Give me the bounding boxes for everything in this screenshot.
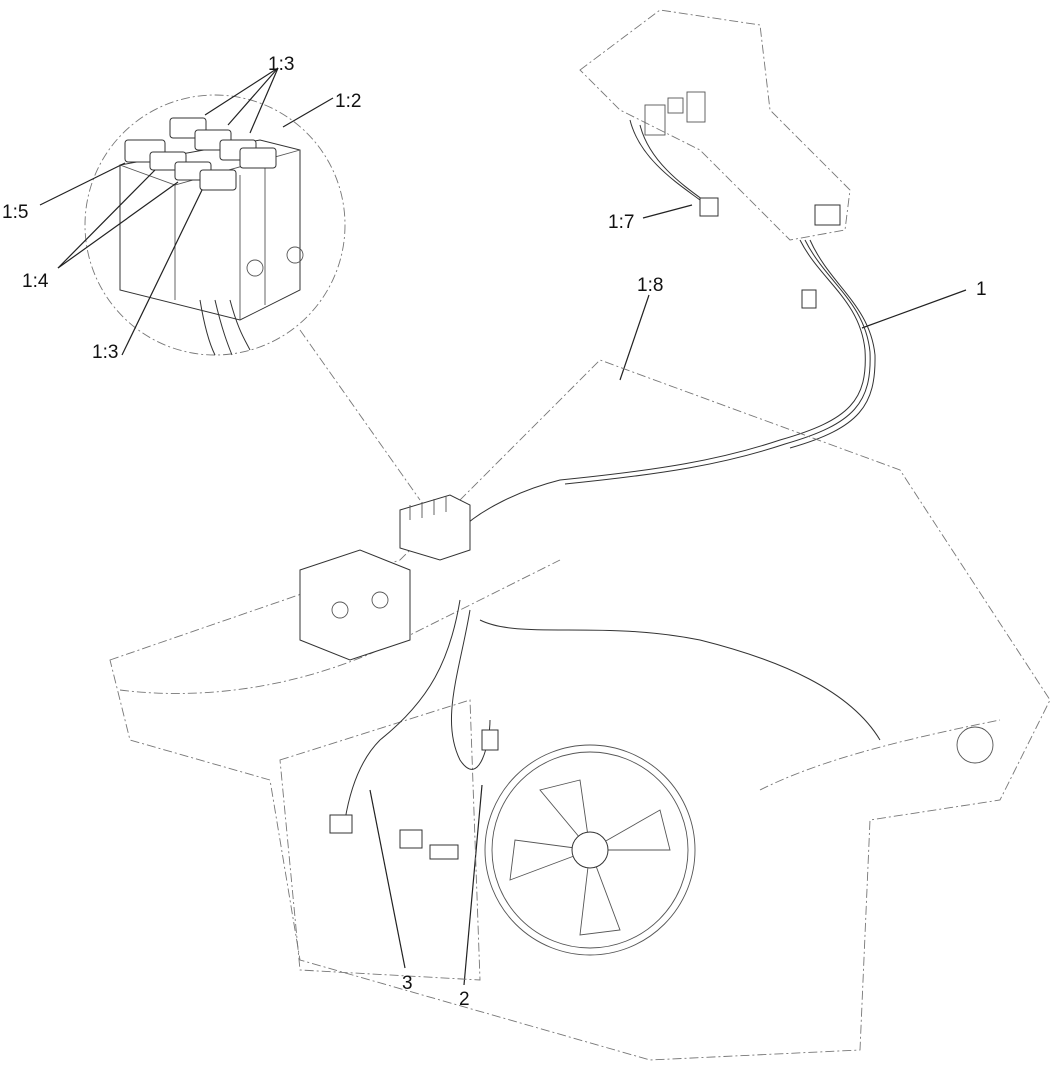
callout-1-3-top: 1:3	[268, 54, 295, 75]
detail-view-circle	[84, 94, 421, 501]
harness-2-3	[329, 599, 881, 860]
callout-1-7: 1:7	[608, 212, 635, 233]
control-panel-bracket	[579, 9, 851, 241]
callout-1-2: 1:2	[335, 91, 362, 112]
callout-1-3-bottom: 1:3	[92, 342, 119, 363]
callout-3: 3	[402, 973, 413, 994]
harness-1	[459, 239, 876, 531]
callout-1-4: 1:4	[22, 271, 49, 292]
callout-2: 2	[459, 989, 470, 1010]
callout-1-8: 1:8	[637, 275, 664, 296]
callout-1-5: 1:5	[2, 202, 29, 223]
callout-1: 1	[976, 279, 987, 300]
valve-block	[299, 549, 411, 661]
engine-frame	[109, 359, 1051, 1061]
leader-lines	[39, 67, 967, 986]
relay-block	[399, 494, 471, 561]
